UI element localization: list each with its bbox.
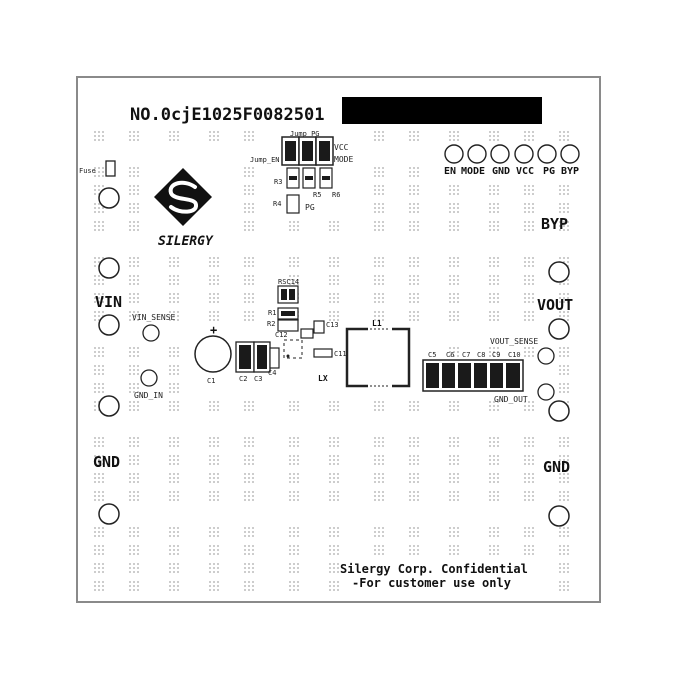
jumper-mode-label: MODE bbox=[334, 155, 353, 164]
silergy-logo-icon bbox=[154, 168, 212, 226]
l1-inductor-outline bbox=[345, 327, 411, 388]
r1-label: R1 bbox=[268, 309, 276, 317]
r3-r5-r6-footprints bbox=[286, 167, 333, 189]
vin-pad bbox=[98, 314, 120, 336]
ic-footprint bbox=[283, 320, 325, 359]
header-pin-en-label: EN bbox=[444, 166, 456, 177]
r3-label: R3 bbox=[274, 178, 282, 186]
rsc14-footprint bbox=[277, 285, 299, 304]
r2-label: R2 bbox=[267, 320, 275, 328]
rsc14-label: RSC14 bbox=[278, 278, 299, 286]
vin-sense-label: VIN_SENSE bbox=[132, 313, 176, 322]
l1-label: L1 bbox=[372, 319, 382, 328]
c10-label: C10 bbox=[508, 351, 521, 359]
confidential-line-1: Silergy Corp. Confidential bbox=[340, 562, 528, 576]
jumper-block bbox=[281, 136, 334, 166]
gnd-out-pad bbox=[548, 400, 570, 422]
vout-sense-label: VOUT_SENSE bbox=[490, 337, 538, 346]
jump-pg-label: Jump_PG bbox=[290, 130, 320, 138]
c1-footprint bbox=[194, 335, 232, 373]
lx-label: LX bbox=[318, 374, 328, 383]
header-pin-row bbox=[444, 144, 580, 164]
c13-label: C13 bbox=[326, 321, 339, 329]
left-pad-1 bbox=[98, 187, 120, 209]
c11-label: C11 bbox=[334, 350, 347, 358]
c7-label: C7 bbox=[462, 351, 470, 359]
vin-sense-testpoint bbox=[142, 324, 160, 342]
r5-label: R5 bbox=[313, 191, 321, 199]
header-pin-pg-label: PG bbox=[543, 166, 555, 177]
board-serial-number: NO.0cjE1025F0082501 bbox=[130, 105, 324, 125]
gnd-out-testpoint bbox=[537, 383, 555, 401]
header-pin-byp-label: BYP bbox=[561, 166, 579, 177]
c2-c3-c4-footprints bbox=[235, 341, 280, 373]
board-outline bbox=[76, 76, 601, 603]
output-capacitor-bank bbox=[422, 359, 524, 392]
byp-pad bbox=[548, 261, 570, 283]
jump-en-label: Jump_EN bbox=[250, 156, 280, 164]
gnd-out-label: GND_OUT bbox=[494, 395, 528, 404]
gnd-left-pad bbox=[98, 503, 120, 525]
c8-label: C8 bbox=[477, 351, 485, 359]
r6-label: R6 bbox=[332, 191, 340, 199]
gnd-in-testpoint bbox=[140, 369, 158, 387]
gnd-in-pad bbox=[98, 395, 120, 417]
vout-label: VOUT bbox=[537, 296, 573, 314]
jumper-vcc-label: VCC bbox=[334, 143, 349, 152]
header-pin-mode-label: MODE bbox=[461, 166, 485, 177]
c12-label: C12 bbox=[275, 331, 288, 339]
header-pin-vcc-label: VCC bbox=[516, 166, 534, 177]
fuse-footprint bbox=[105, 160, 116, 177]
gnd-left-label: GND bbox=[93, 453, 120, 471]
vout-pad bbox=[548, 318, 570, 340]
gnd-right-pad bbox=[548, 505, 570, 527]
c6-label: C6 bbox=[446, 351, 454, 359]
c1-label: C1 bbox=[207, 377, 215, 385]
c4-label: C4 bbox=[268, 369, 276, 377]
redaction-bar bbox=[342, 97, 542, 124]
r1-r2-footprints bbox=[277, 307, 299, 332]
vin-label: VIN bbox=[95, 293, 122, 311]
c3-label: C3 bbox=[254, 375, 262, 383]
c11-footprint bbox=[313, 348, 333, 358]
pg-label: PG bbox=[305, 203, 315, 212]
byp-label: BYP bbox=[541, 215, 568, 233]
c2-label: C2 bbox=[239, 375, 247, 383]
gnd-in-label: GND_IN bbox=[134, 391, 163, 400]
c1-plus-sign: + bbox=[210, 323, 217, 337]
c5-label: C5 bbox=[428, 351, 436, 359]
r4-label: R4 bbox=[273, 200, 281, 208]
left-pad-2 bbox=[98, 257, 120, 279]
r4-footprint bbox=[286, 194, 300, 214]
header-pin-gnd-label: GND bbox=[492, 166, 510, 177]
confidential-line-2: -For customer use only bbox=[352, 576, 511, 590]
fuse-label: Fuse bbox=[79, 167, 96, 175]
logo-wordmark: SILERGY bbox=[158, 234, 214, 249]
vout-sense-testpoint bbox=[537, 347, 555, 365]
gnd-right-label: GND bbox=[543, 458, 570, 476]
c9-label: C9 bbox=[492, 351, 500, 359]
